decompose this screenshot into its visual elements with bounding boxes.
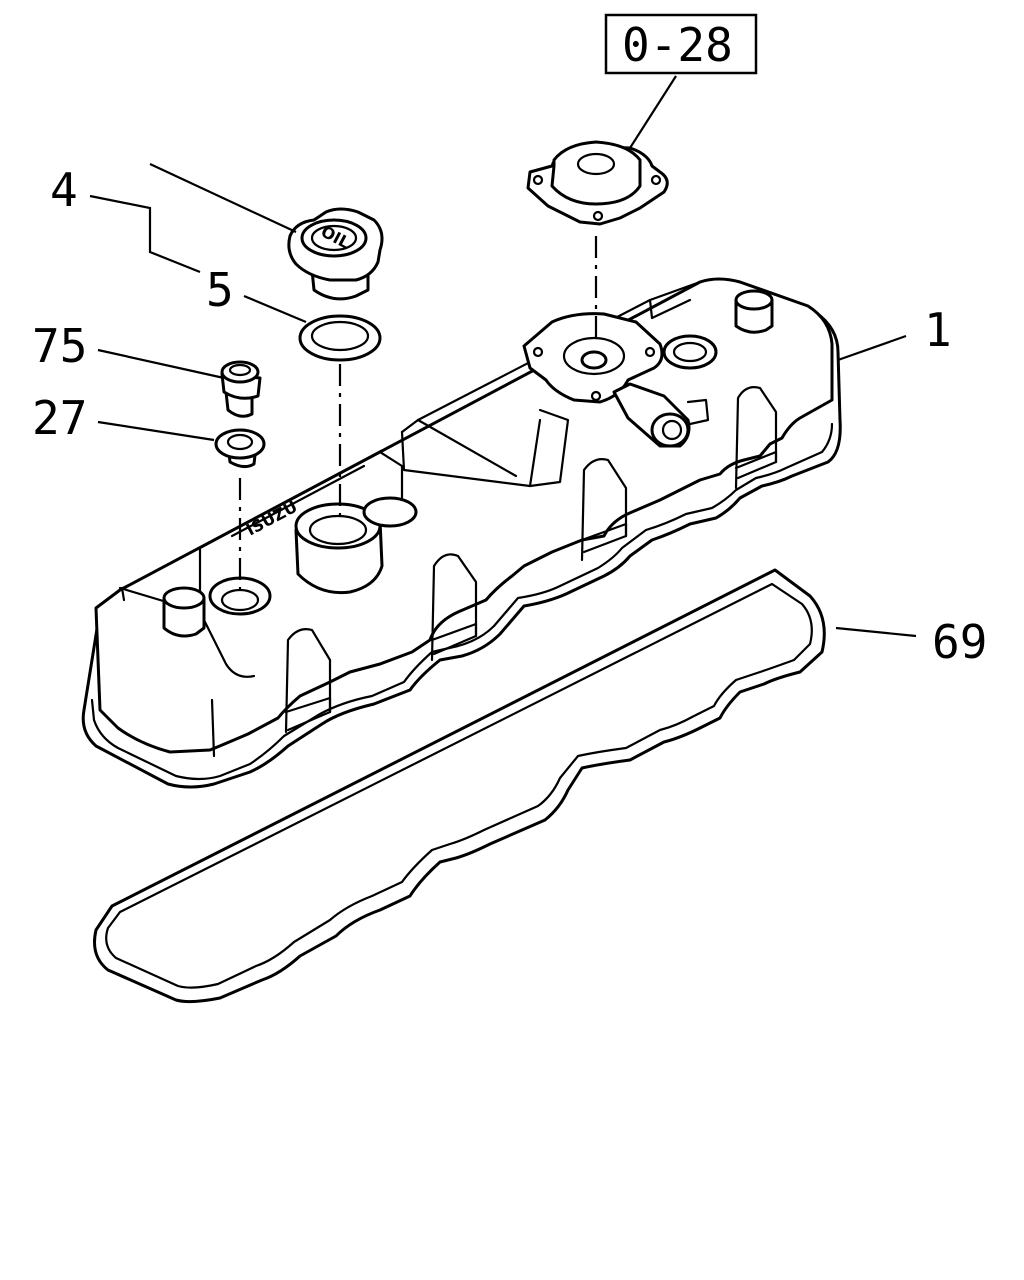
callout-1: 1	[924, 303, 952, 357]
leader-75	[97, 348, 225, 380]
breather-cap-assembly	[526, 140, 669, 226]
leader-0-28	[629, 75, 677, 149]
callout-5: 5	[206, 263, 234, 317]
filler-cap-seal-ring	[298, 314, 382, 362]
oil-filler-cap: OIL	[287, 207, 384, 301]
leader-27	[97, 420, 215, 442]
reference-label: 0-28	[622, 18, 733, 72]
valve-cover-gasket	[93, 568, 826, 1004]
callout-69: 69	[932, 615, 987, 669]
callout-27: 27	[32, 391, 87, 445]
leader-1	[837, 334, 907, 362]
leader-5	[243, 294, 307, 324]
valve-cover: ISUZU	[81, 277, 842, 789]
bolt-seal-washer	[214, 428, 266, 469]
cover-bolt	[220, 360, 262, 418]
leader-69	[835, 626, 917, 638]
callout-75: 75	[32, 319, 87, 373]
reference-box	[604, 13, 758, 75]
leader-4	[89, 194, 201, 274]
callout-4: 4	[50, 163, 78, 217]
leader-4-cap	[149, 163, 297, 233]
